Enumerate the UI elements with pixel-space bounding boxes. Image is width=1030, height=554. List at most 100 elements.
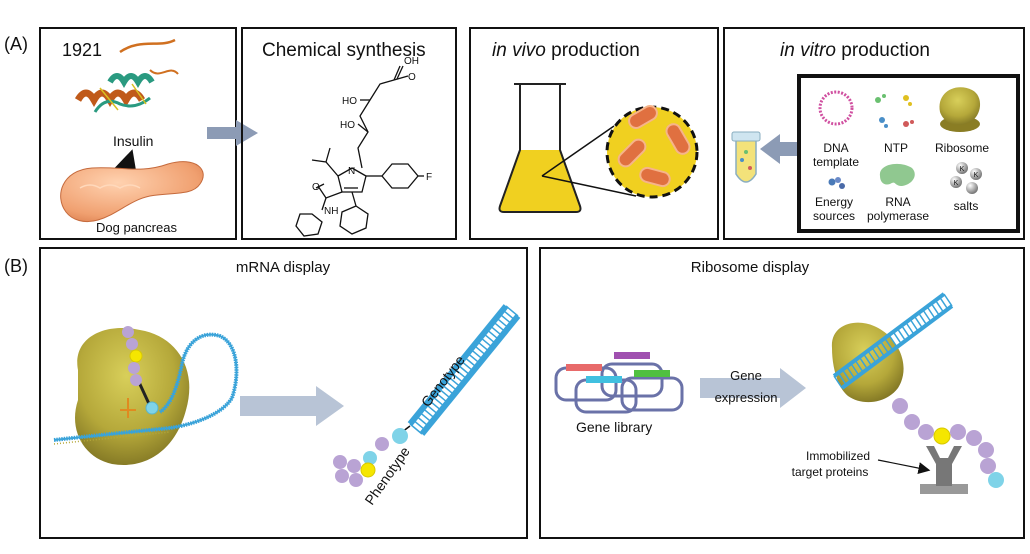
ribosome-icon bbox=[939, 87, 981, 132]
ladder-rung bbox=[486, 329, 500, 341]
ladder-rung bbox=[460, 360, 474, 372]
svg-text:K: K bbox=[960, 166, 965, 173]
box-mrna-display: mRNA display Genotype bbox=[39, 247, 528, 539]
ladder-rung bbox=[409, 423, 423, 435]
atom-f: F bbox=[426, 172, 432, 183]
ladder-rung bbox=[454, 368, 468, 380]
gene-segment-purple bbox=[614, 352, 650, 359]
ladder-rung bbox=[926, 306, 936, 320]
ntp-label: NTP bbox=[884, 141, 908, 155]
ribosome-label: Ribosome bbox=[935, 141, 989, 155]
ladder-rung bbox=[425, 403, 439, 415]
zoom-line-top bbox=[541, 125, 615, 177]
gene-segment-cyan bbox=[586, 376, 622, 383]
ladder-rung bbox=[444, 380, 458, 392]
atom-n: N bbox=[348, 166, 355, 177]
ladder-rung bbox=[917, 312, 928, 326]
ladder-rung bbox=[934, 299, 945, 313]
ladder-rung bbox=[431, 395, 445, 408]
puromycin-linker-icon bbox=[120, 398, 136, 418]
gene-segment-red bbox=[566, 364, 602, 371]
ladder-rung bbox=[837, 372, 847, 386]
atom-o: O bbox=[408, 72, 416, 83]
in-vitro-title: in vitro production bbox=[780, 40, 930, 61]
ladder-rung bbox=[867, 350, 877, 364]
test-tube-illustration bbox=[731, 131, 761, 183]
ladder-rung bbox=[905, 321, 915, 335]
cell-free-components-box bbox=[797, 74, 1020, 233]
mrna-strand-core bbox=[53, 333, 238, 441]
atom-o-amide: O bbox=[312, 182, 320, 193]
ladder-rung bbox=[476, 340, 490, 352]
ladder-rung bbox=[470, 348, 484, 360]
ladder-rung bbox=[913, 315, 924, 329]
ladder-rung bbox=[879, 340, 890, 354]
ladder-rung bbox=[499, 313, 513, 325]
bead-cyan bbox=[145, 401, 159, 415]
ladder-rung bbox=[463, 356, 477, 368]
dna-ladder-mrna bbox=[832, 292, 954, 390]
ladder-rung bbox=[939, 296, 949, 310]
ladder-rung bbox=[505, 305, 519, 317]
peptide-chain bbox=[892, 398, 1004, 488]
chemical-synthesis-title: Chemical synthesis bbox=[262, 40, 426, 61]
atom-nh: NH bbox=[324, 206, 338, 217]
atom-oh: OH bbox=[404, 56, 419, 67]
ladder-rung bbox=[841, 369, 852, 383]
immobilized-label-line1: Immobilized bbox=[806, 449, 870, 463]
ladder-rung bbox=[489, 325, 503, 337]
box-ribosome-display: Ribosome display Gene library Gene expre… bbox=[539, 247, 1025, 539]
dna-ladder-genotype bbox=[407, 304, 521, 436]
ladder-rung bbox=[502, 309, 516, 321]
ladder-rung bbox=[850, 362, 860, 376]
insulin-label: Insulin bbox=[113, 133, 153, 149]
ladder-rung bbox=[435, 391, 449, 404]
ladder-rung bbox=[473, 344, 487, 356]
ladder-rung bbox=[862, 353, 873, 367]
ladder-rung bbox=[467, 352, 481, 364]
dog-pancreas-label: Dog pancreas bbox=[96, 220, 177, 235]
immobilized-label-line2: target proteins bbox=[792, 465, 869, 479]
ladder-rung bbox=[854, 359, 864, 373]
gene-expression-label-line1: Gene bbox=[730, 368, 762, 383]
ladder-rung bbox=[930, 303, 940, 316]
dog-pancreas-illustration bbox=[60, 161, 204, 223]
zoom-line-bottom bbox=[541, 175, 637, 197]
rna-polymerase-label-line2: polymerase bbox=[867, 209, 929, 223]
atom-ho-1: HO bbox=[342, 96, 357, 107]
dna-template-label-line1: DNA bbox=[823, 141, 848, 155]
box-in-vivo-production: in vivo production bbox=[469, 27, 719, 240]
arrow-icon bbox=[207, 120, 258, 146]
dna-plasmid-icon bbox=[818, 90, 854, 126]
ladder-rung bbox=[846, 366, 856, 379]
ladder-rung bbox=[884, 337, 894, 351]
energy-sources-label-line1: Energy bbox=[815, 195, 853, 209]
ladder-rung bbox=[892, 331, 902, 345]
ladder-rung bbox=[943, 293, 953, 307]
salts-icon: K K K bbox=[950, 162, 982, 194]
arrow-icon bbox=[760, 134, 800, 164]
ladder-rung bbox=[447, 376, 461, 388]
ntp-molecules-icon bbox=[875, 94, 914, 128]
ladder-rung bbox=[833, 375, 843, 389]
ladder-rung bbox=[483, 332, 497, 345]
arrow-icon bbox=[700, 368, 806, 408]
pointer-arrow-icon bbox=[877, 459, 931, 475]
ladder-rung bbox=[422, 407, 436, 419]
energy-sources-label-line2: sources bbox=[813, 209, 855, 223]
ladder-rung bbox=[492, 321, 506, 333]
ladder-rung bbox=[495, 317, 509, 329]
panel-a-label: (A) bbox=[4, 34, 28, 54]
atorvastatin-structure-illustration bbox=[295, 65, 424, 237]
box-chemical-synthesis: Chemical synthesis bbox=[241, 27, 457, 240]
ladder-rung bbox=[901, 325, 911, 338]
peptide-phenotype bbox=[333, 437, 389, 487]
peptide-chain bbox=[122, 326, 143, 386]
ladder-rung bbox=[419, 411, 433, 423]
atom-ho-2: HO bbox=[340, 120, 355, 131]
energy-sources-icon bbox=[828, 177, 845, 189]
salts-label: salts bbox=[954, 199, 979, 213]
svg-text:K: K bbox=[954, 180, 959, 187]
ladder-rung bbox=[858, 356, 869, 370]
